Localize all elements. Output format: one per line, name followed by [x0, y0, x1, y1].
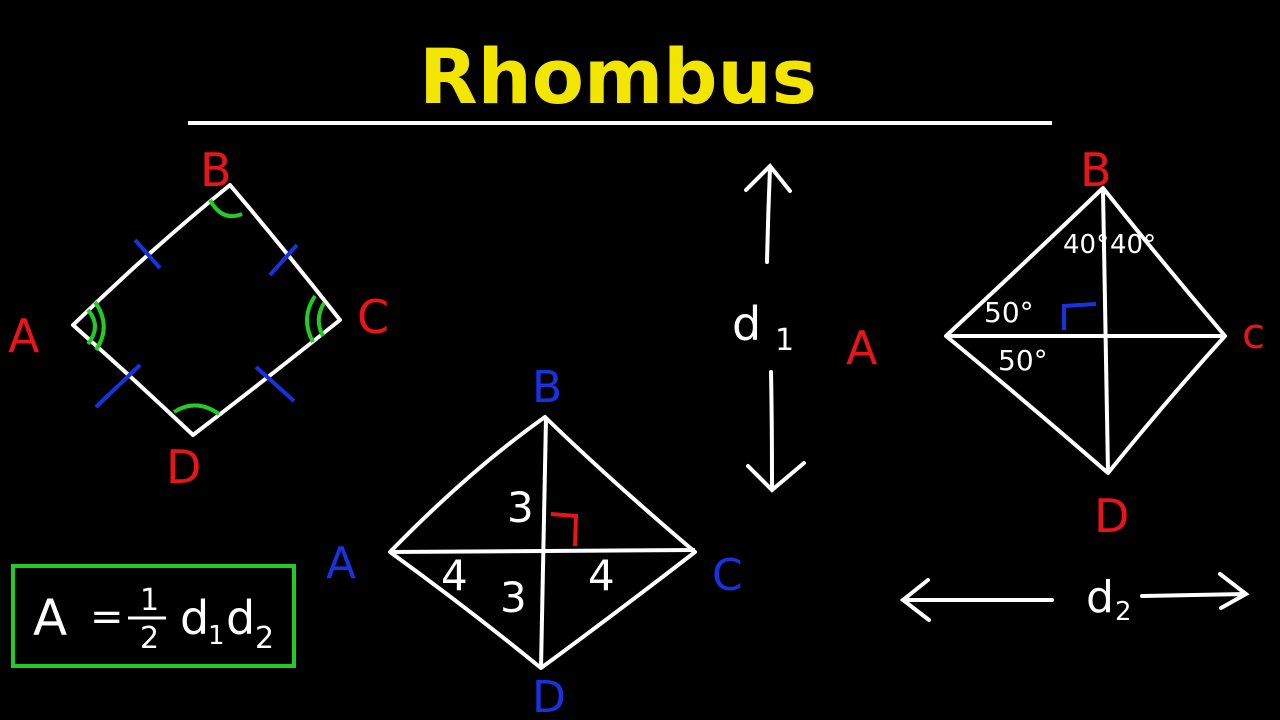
- rhombus-left: A B C D: [8, 143, 389, 494]
- vertex-label-b: B: [200, 143, 232, 197]
- diagonal-d1-indicator: d 1: [732, 163, 806, 493]
- vertex-label-b: B: [1080, 143, 1112, 197]
- angle-mark-c-outer: [305, 294, 317, 343]
- vertex-label-a: A: [326, 538, 356, 589]
- angle-label-top-left: 40°: [1063, 230, 1109, 260]
- side-tick-cd: [254, 365, 296, 403]
- arrow-left-icon: [899, 578, 1054, 622]
- formula-lhs: A: [33, 589, 67, 647]
- angle-mark-d: [172, 403, 221, 416]
- formula-box: [11, 564, 296, 668]
- angle-label-top-right: 40°: [1110, 230, 1156, 260]
- d1-subscript: 1: [775, 323, 794, 358]
- d2-subscript: 2: [1115, 597, 1132, 627]
- vertex-label-a: A: [8, 309, 40, 363]
- side-tick-da: [94, 363, 142, 409]
- segment-label-upper: 3: [507, 483, 534, 532]
- arrow-right-icon: [1140, 572, 1250, 610]
- formula-equals: =: [90, 594, 124, 640]
- formula-d2-subscript: 2: [255, 621, 274, 656]
- arrow-down-icon: [746, 370, 806, 493]
- segment-label-right: 4: [588, 551, 615, 600]
- formula-d1-subscript: 1: [208, 621, 225, 651]
- vertex-label-c: c: [1242, 309, 1265, 358]
- formula-numerator: 1: [140, 583, 159, 618]
- angle-label-left-lower: 50°: [998, 344, 1048, 377]
- diagonal-d2-indicator: d 2: [899, 572, 1250, 627]
- side-tick-ab: [133, 238, 162, 270]
- angle-label-left-upper: 50°: [984, 296, 1034, 329]
- vertex-label-d: D: [532, 672, 566, 720]
- segment-label-left: 4: [441, 551, 468, 600]
- angle-mark-a-outer: [93, 300, 106, 352]
- angle-mark-b: [208, 198, 243, 219]
- vertex-label-b: B: [532, 362, 562, 413]
- side-tick-bc: [268, 243, 299, 277]
- vertex-label-d: D: [166, 440, 201, 494]
- right-angle-mark: [550, 512, 579, 547]
- d1-letter: d: [732, 297, 761, 351]
- formula-d2-letter: d: [226, 591, 255, 645]
- area-formula: A = 1 2 d 1 d 2: [11, 564, 296, 668]
- angle-mark-a-inner: [86, 308, 97, 346]
- page-title: Rhombus: [419, 32, 817, 121]
- rhombus-middle: 3 3 4 4 A B C D: [326, 362, 743, 720]
- formula-denominator: 2: [140, 621, 159, 656]
- segment-label-lower: 3: [500, 573, 527, 622]
- d2-letter: d: [1086, 572, 1114, 623]
- arrow-up-icon: [744, 163, 792, 264]
- angle-mark-c-inner: [316, 301, 326, 337]
- diagonal-vertical: [539, 417, 548, 669]
- vertex-label-c: C: [712, 550, 743, 601]
- vertex-label-d: D: [1094, 489, 1129, 543]
- rhombus-right: 40° 40° 50° 50° A B c D: [846, 143, 1265, 543]
- right-angle-mark: [1062, 302, 1097, 330]
- rhombus-left-outline: [71, 183, 342, 437]
- formula-d1-letter: d: [180, 591, 209, 645]
- diagonal-vertical: [1101, 189, 1110, 473]
- vertex-label-a: A: [846, 321, 878, 375]
- vertex-label-c: C: [357, 290, 389, 344]
